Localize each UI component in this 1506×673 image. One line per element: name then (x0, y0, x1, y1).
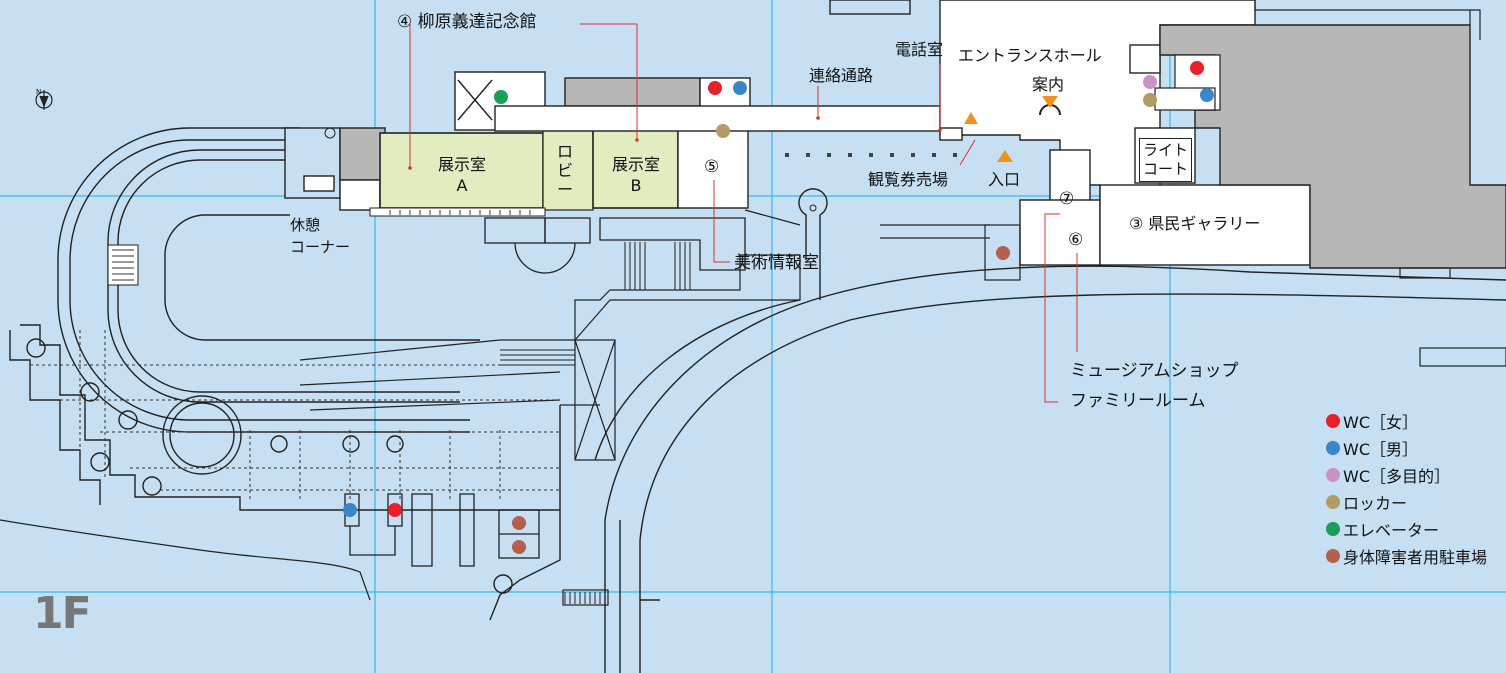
legend-label: エレベーター (1343, 520, 1440, 540)
lobby-char-3: ー (556, 180, 573, 199)
parking-dot (996, 246, 1010, 260)
wc-women-dot (708, 81, 722, 95)
label-rest-area-2: コーナー (290, 238, 351, 256)
north-arrow-icon (35, 90, 53, 110)
legend-label: WC［男］ (1343, 439, 1418, 459)
label-yanagihara-memorial: ④ 柳原義達記念館 (397, 12, 537, 32)
entrance-markers (964, 96, 1058, 162)
elevator-icon (1326, 521, 1340, 536)
exhibition-room-a (379, 132, 544, 209)
number-7: ⑦ (1059, 189, 1075, 209)
light-court-line1: ライト (1143, 141, 1189, 159)
elevator-dot (494, 90, 508, 104)
locker-dot (1143, 93, 1157, 107)
driveway (594, 265, 1506, 673)
legend-item: ロッカー (1326, 488, 1487, 515)
legend-label: WC［多目的］ (1343, 466, 1450, 486)
label-prefectural-gallery: ③ 県民ギャラリー (1129, 214, 1261, 233)
number-5: ⑤ (704, 157, 720, 177)
wc-men-dot (733, 81, 747, 95)
room-b-letter: B (630, 176, 642, 195)
locker-icon (1326, 494, 1340, 509)
locker-dot (716, 124, 730, 138)
lobby-label: ロ ビ ー (555, 142, 575, 199)
floor-label: 1F (33, 588, 92, 639)
legend-item: WC［男］ (1326, 434, 1487, 461)
exhibition-room-b-label: 展示室 B (603, 154, 669, 196)
exhibition-room-a-label: 展示室 A (429, 154, 495, 196)
wc-women-dot (1190, 61, 1204, 75)
wc-women-icon (1326, 413, 1340, 428)
lower-plaza (9, 324, 561, 621)
wc-men-dot (343, 503, 357, 517)
label-family-room: ファミリールーム (1070, 391, 1206, 411)
label-phone-room: 電話室 (895, 40, 944, 59)
number-6: ⑥ (1068, 230, 1084, 250)
label-rest-area-1: 休憩 (290, 216, 321, 234)
legend-label: ロッカー (1343, 493, 1408, 513)
plaza-dashed-grid (30, 330, 560, 500)
plaza-circles (26, 338, 513, 594)
legend: WC［女］ WC［男］ WC［多目的］ ロッカーエレベーター身体障害者用駐車場 (1326, 407, 1487, 569)
legend-item: エレベーター (1326, 515, 1487, 542)
label-entrance-hall: エントランスホール (958, 46, 1102, 65)
wc-men-dot (1200, 88, 1214, 102)
wc-men-icon (1326, 440, 1340, 455)
label-museum-shop: ミュージアムショップ (1070, 361, 1239, 381)
room-a-name: 展示室 (437, 155, 486, 174)
legend-label: WC［女］ (1343, 412, 1418, 432)
north-label: N (36, 88, 42, 96)
legend-item: 身体障害者用駐車場 (1326, 542, 1487, 569)
plaza-blocks (344, 493, 540, 567)
label-information: 案内 (1032, 75, 1065, 94)
wc-multipurpose-dot (1143, 75, 1157, 89)
parking-dot (512, 516, 526, 530)
room-b-name: 展示室 (611, 155, 660, 174)
legend-item: WC［多目的］ (1326, 461, 1487, 488)
legend-item: WC［女］ (1326, 407, 1487, 434)
leader-lines (409, 23, 1078, 403)
parking-dot (512, 540, 526, 554)
room-a-letter: A (456, 176, 468, 195)
label-entrance: 入口 (988, 170, 1021, 189)
lobby-char-1: ロ (556, 142, 573, 161)
label-art-information-room: 美術情報室 (734, 253, 819, 273)
facility-dots (343, 61, 1214, 554)
light-court-label: ライト コート (1139, 138, 1193, 182)
label-ticket-office: 観覧券売場 (868, 170, 949, 189)
lobby-char-2: ビ (556, 161, 573, 180)
label-connecting-corridor: 連絡通路 (809, 66, 874, 85)
lobby (542, 127, 594, 211)
accessible-parking-icon (1326, 548, 1340, 563)
legend-label: 身体障害者用駐車場 (1343, 547, 1488, 567)
wc-multipurpose-icon (1326, 467, 1340, 482)
light-court-line2: コート (1143, 160, 1189, 178)
wc-women-dot (388, 503, 402, 517)
